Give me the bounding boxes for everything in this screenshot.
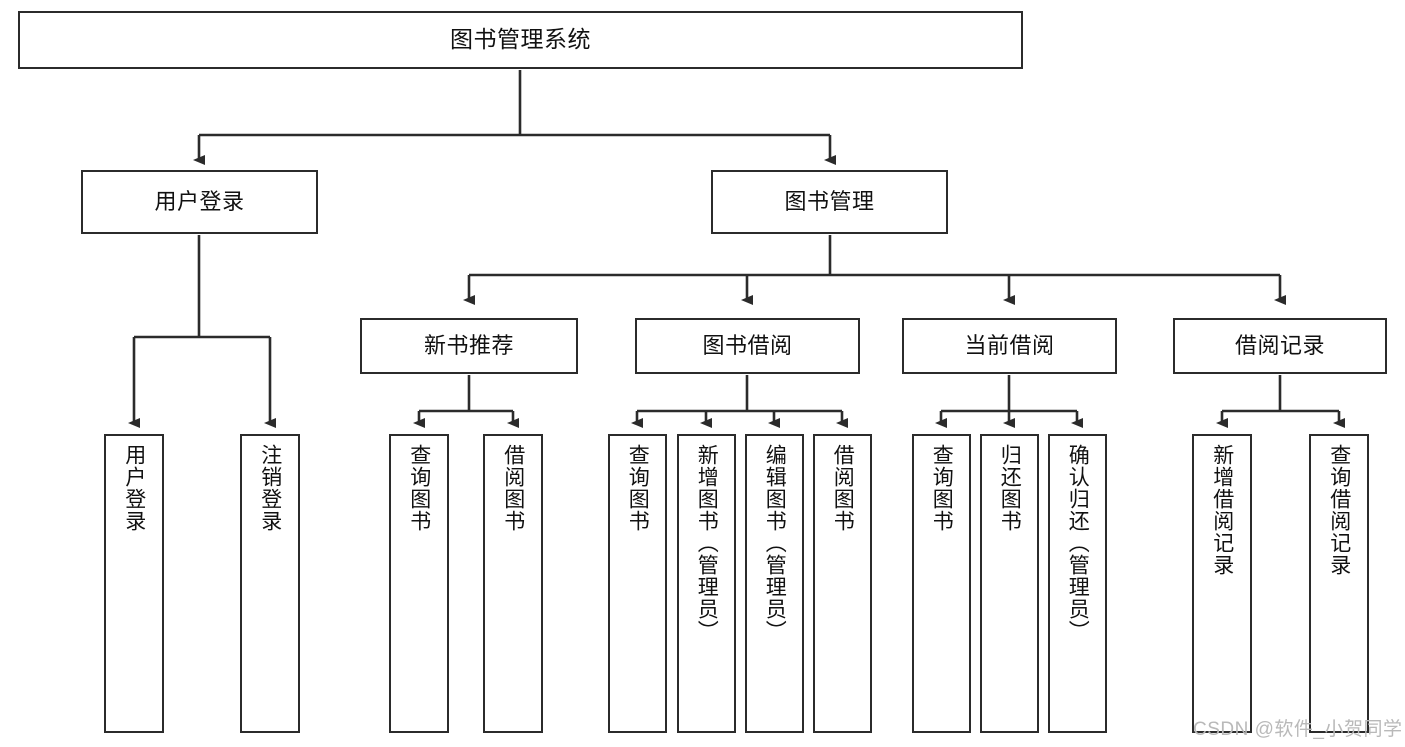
node-book-manage[interactable]: 图书管理 [711, 170, 948, 234]
node-leaf-add-book[interactable]: 新增图书（管理员） [677, 434, 736, 733]
node-leaf-return-book[interactable]: 归还图书 [980, 434, 1039, 733]
node-book-borrow[interactable]: 图书借阅 [635, 318, 860, 374]
node-leaf-query-book-2-label: 查询图书 [626, 444, 650, 532]
node-leaf-user-login[interactable]: 用户登录 [104, 434, 164, 733]
node-leaf-confirm-return[interactable]: 确认归还（管理员） [1048, 434, 1107, 733]
node-root[interactable]: 图书管理系统 [18, 11, 1023, 69]
node-leaf-return-book-label: 归还图书 [998, 444, 1022, 532]
node-leaf-borrow-book-2-label: 借阅图书 [831, 444, 855, 532]
node-user-login-label: 用户登录 [154, 189, 245, 215]
node-leaf-query-book-1-label: 查询图书 [407, 444, 431, 532]
node-borrow-record[interactable]: 借阅记录 [1173, 318, 1387, 374]
node-user-login[interactable]: 用户登录 [81, 170, 318, 234]
node-leaf-user-login-label: 用户登录 [122, 444, 146, 532]
node-leaf-add-record[interactable]: 新增借阅记录 [1192, 434, 1252, 733]
node-leaf-query-book-3-label: 查询图书 [930, 444, 954, 532]
node-leaf-edit-book-label: 编辑图书（管理员） [763, 444, 787, 642]
node-new-book-recommend-label: 新书推荐 [423, 333, 514, 359]
node-leaf-query-book-3[interactable]: 查询图书 [912, 434, 971, 733]
node-book-manage-label: 图书管理 [784, 189, 875, 215]
node-leaf-query-record[interactable]: 查询借阅记录 [1309, 434, 1369, 733]
node-leaf-logout-login[interactable]: 注销登录 [240, 434, 300, 733]
node-borrow-record-label: 借阅记录 [1234, 333, 1325, 359]
node-leaf-edit-book[interactable]: 编辑图书（管理员） [745, 434, 804, 733]
watermark: CSDN @软件_小贺同学 [1193, 719, 1403, 740]
node-leaf-borrow-book-1[interactable]: 借阅图书 [483, 434, 543, 733]
node-leaf-logout-login-label: 注销登录 [258, 444, 282, 532]
node-leaf-add-record-label: 新增借阅记录 [1210, 444, 1234, 576]
node-book-borrow-label: 图书借阅 [702, 333, 793, 359]
node-leaf-confirm-return-label: 确认归还（管理员） [1066, 444, 1090, 642]
node-current-borrow-label: 当前借阅 [964, 333, 1055, 359]
node-leaf-query-record-label: 查询借阅记录 [1327, 444, 1351, 576]
node-root-label: 图书管理系统 [450, 26, 591, 53]
node-leaf-query-book-2[interactable]: 查询图书 [608, 434, 667, 733]
node-new-book-recommend[interactable]: 新书推荐 [360, 318, 578, 374]
node-leaf-query-book-1[interactable]: 查询图书 [389, 434, 449, 733]
node-leaf-add-book-label: 新增图书（管理员） [695, 444, 719, 642]
node-leaf-borrow-book-1-label: 借阅图书 [501, 444, 525, 532]
node-leaf-borrow-book-2[interactable]: 借阅图书 [813, 434, 872, 733]
node-current-borrow[interactable]: 当前借阅 [902, 318, 1117, 374]
